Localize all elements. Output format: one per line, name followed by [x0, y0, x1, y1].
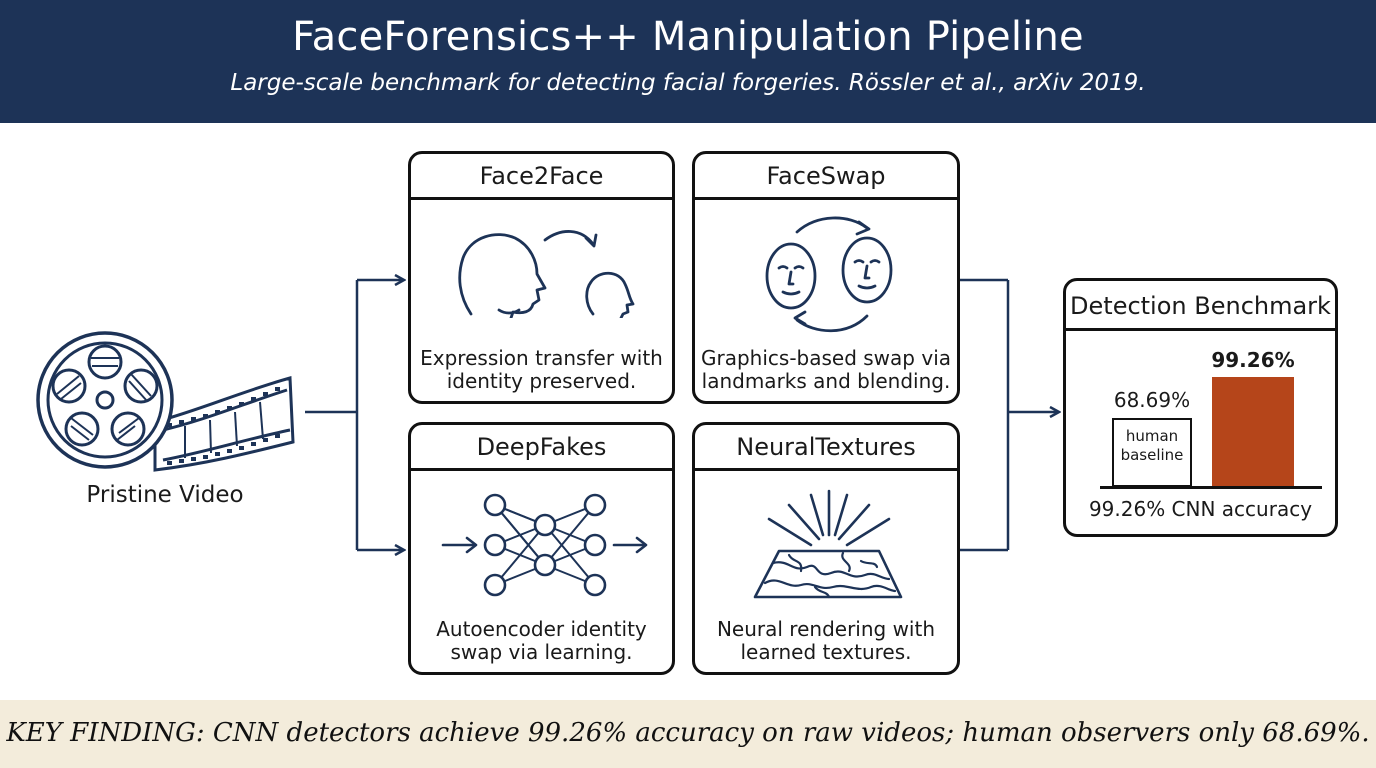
method-card-neuraltextures: NeuralTextures Neural rendering with lea…	[692, 422, 960, 675]
texture-render-icon	[753, 489, 903, 599]
method-description: Expression transfer with identity preser…	[420, 346, 663, 393]
method-description: Graphics-based swap via landmarks and bl…	[701, 346, 951, 393]
method-card-deepfakes: DeepFakes Autoencoder identity swap via …	[408, 422, 675, 675]
cnn-value-label: 99.26%	[1211, 348, 1295, 372]
benchmark-caption: 99.26% CNN accuracy	[1088, 497, 1313, 521]
human-bar-label: human baseline	[1120, 427, 1184, 464]
connector-lines	[305, 0, 1376, 700]
face-swap-cycle-icon	[765, 216, 893, 333]
method-card-face2face: Face2Face Expression transfer with ident…	[408, 151, 675, 404]
method-card-faceswap: FaceSwap Graphics-based swap via landmar…	[692, 151, 960, 404]
method-title: NeuralTextures	[695, 425, 957, 471]
detection-benchmark-panel: Detection Benchmark 68.69% human baselin…	[1063, 278, 1338, 537]
page-title: FaceForensics++ Manipulation Pipeline	[292, 14, 1084, 60]
method-description: Neural rendering with learned textures.	[716, 617, 936, 664]
method-title: FaceSwap	[695, 154, 957, 200]
method-title: Face2Face	[411, 154, 672, 200]
cnn-accuracy-bar	[1212, 377, 1294, 487]
key-finding-banner: KEY FINDING: CNN detectors achieve 99.26…	[0, 700, 1376, 768]
benchmark-title: Detection Benchmark	[1066, 281, 1335, 331]
film-reel-icon	[36, 331, 295, 472]
benchmark-axis-line	[1100, 486, 1322, 489]
method-title: DeepFakes	[411, 425, 672, 471]
source-label: Pristine Video	[86, 482, 244, 508]
page-subtitle: Large-scale benchmark for detecting faci…	[230, 70, 1146, 96]
key-finding-text: KEY FINDING: CNN detectors achieve 99.26…	[6, 718, 1370, 748]
method-description: Autoencoder identity swap via learning.	[436, 617, 647, 664]
header-banner: FaceForensics++ Manipulation Pipeline La…	[0, 0, 1376, 123]
human-baseline-bar: human baseline	[1112, 418, 1192, 487]
head-transfer-icon	[458, 230, 635, 318]
human-value-label: 68.69%	[1113, 388, 1191, 412]
neural-network-icon	[441, 493, 648, 597]
